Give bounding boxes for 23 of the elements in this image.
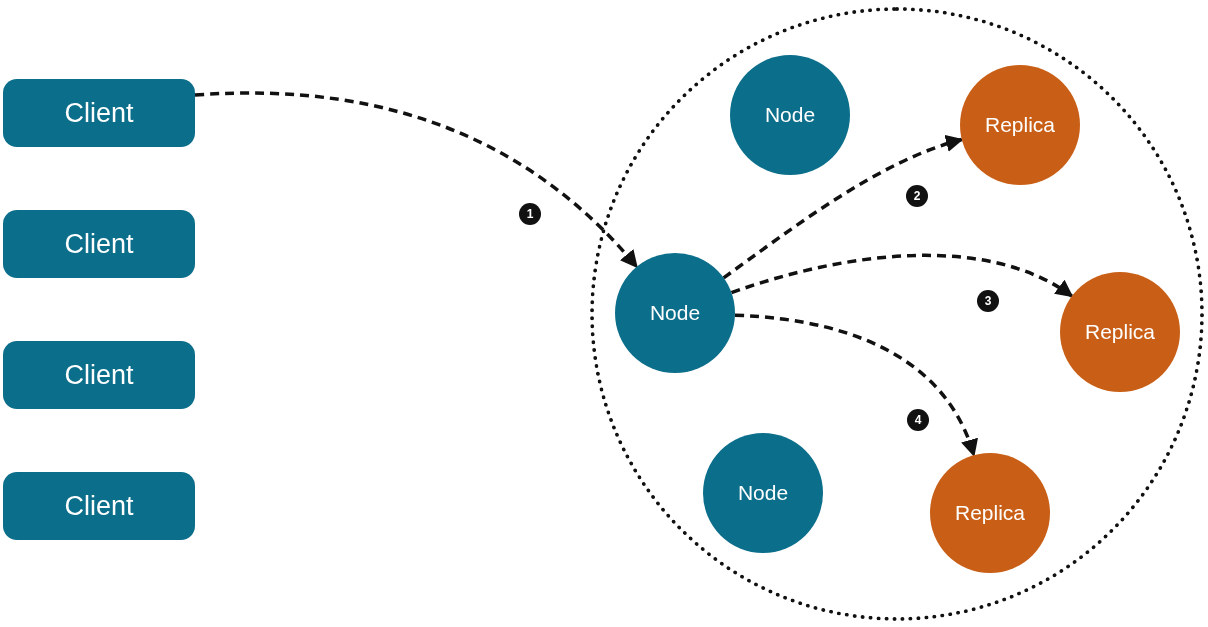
- node-label: Replica: [1084, 320, 1155, 344]
- client-box: [3, 341, 195, 409]
- dotted-boundary-circle: [590, 7, 1204, 621]
- dashed-arrow: [194, 91, 639, 269]
- step-number: 4: [907, 409, 929, 431]
- dashed-arrow: [730, 253, 1074, 298]
- step-number: 2: [906, 185, 928, 207]
- dashed-arrow: [734, 313, 977, 457]
- client-box: [3, 210, 195, 278]
- node-label: Client: [64, 228, 134, 260]
- client-box: [3, 79, 195, 147]
- step-number: 3: [977, 290, 999, 312]
- step-number: 1: [519, 203, 541, 225]
- node-label: Replica: [984, 113, 1055, 137]
- dashed-arrow: [722, 135, 964, 280]
- client-box: [3, 472, 195, 540]
- node-label: Replica: [954, 501, 1025, 525]
- node-label: Client: [64, 490, 134, 522]
- node-label: Node: [764, 103, 816, 127]
- node-label: Client: [64, 97, 134, 129]
- node-label: Node: [737, 481, 789, 505]
- node-label: Client: [64, 359, 134, 391]
- node-label: Node: [649, 301, 701, 325]
